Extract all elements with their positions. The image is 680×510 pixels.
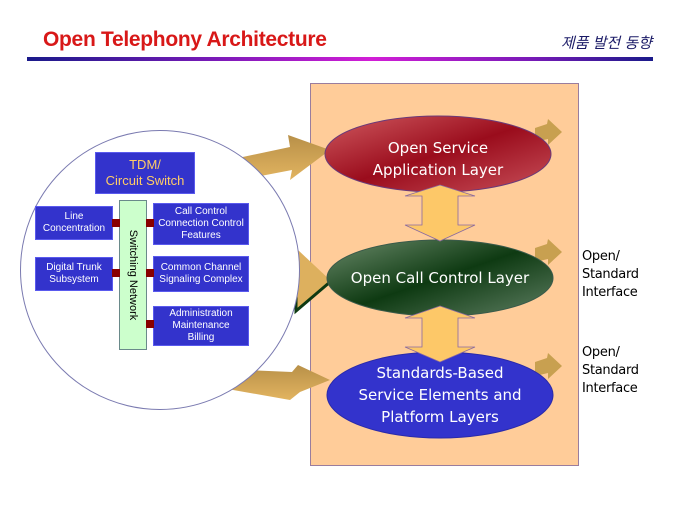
platform-layer-label: Standards-Based Service Elements and Pla… (330, 362, 550, 428)
switching-network-label: Switching Network (127, 229, 139, 321)
page-title: Open Telephony Architecture (43, 28, 327, 51)
interface-label-1-line1: Open/ (582, 249, 620, 264)
title-divider (27, 57, 653, 61)
platform-layer-label-line1: Standards-Based (376, 364, 504, 382)
platform-layer-label-line2: Service Elements and (358, 386, 522, 404)
call-control-layer-label-line1: Open Call Control Layer (350, 269, 530, 287)
call-control-features-box: Call Control Connection Control Features (153, 203, 249, 245)
platform-layer-label-line3: Platform Layers (381, 408, 499, 426)
common-channel-signaling-line2: Signaling Complex (159, 274, 243, 285)
call-control-features-line1: Call Control (174, 206, 228, 217)
connector-line-concentration (112, 219, 120, 227)
page-subtitle: 제품 발전 동향 (560, 35, 652, 52)
administration-line1: Administration (169, 308, 233, 319)
connector-administration (146, 320, 154, 328)
line-concentration-box: Line Concentration (35, 206, 113, 240)
common-channel-signaling-box: Common Channel Signaling Complex (153, 256, 249, 292)
tdm-title-line1: TDM/ (129, 157, 161, 172)
tdm-circuit-switch-box: TDM/ Circuit Switch (95, 152, 195, 194)
interface-label-1-line3: Interface (582, 285, 638, 300)
line-concentration-line2: Concentration (42, 223, 106, 234)
service-layer-label-line1: Open Service (387, 139, 489, 157)
line-concentration-line1: Line (64, 211, 84, 222)
call-control-layer-label: Open Call Control Layer (330, 268, 550, 288)
interface-label-1: Open/ Standard Interface (582, 248, 639, 302)
arrow-to-service-layer (238, 135, 330, 180)
connector-call-control (146, 219, 154, 227)
call-control-features-line3: Features (181, 230, 221, 241)
double-arrow-lower (404, 305, 476, 363)
administration-line2: Maintenance (172, 320, 230, 331)
digital-trunk-box: Digital Trunk Subsystem (35, 257, 113, 291)
interface-label-1-line2: Standard (582, 267, 639, 282)
digital-trunk-line2: Subsystem (49, 274, 99, 285)
administration-box: Administration Maintenance Billing (153, 306, 249, 346)
common-channel-signaling-line1: Common Channel (160, 262, 242, 273)
interface-arrow-3 (535, 353, 562, 379)
switching-network-bar: Switching Network (119, 200, 147, 350)
interface-label-2-line1: Open/ (582, 345, 620, 360)
interface-label-2: Open/ Standard Interface (582, 344, 639, 398)
double-arrow-upper (404, 184, 476, 242)
call-control-features-line2: Connection Control (158, 218, 244, 229)
administration-line3: Billing (187, 332, 215, 343)
service-layer-label-line2: Application Layer (372, 161, 504, 179)
interface-label-2-line2: Standard (582, 363, 639, 378)
digital-trunk-line1: Digital Trunk (46, 262, 102, 273)
connector-common-channel (146, 269, 154, 277)
interface-arrow-2 (535, 239, 562, 265)
tdm-title-line2: Circuit Switch (105, 173, 185, 188)
service-layer-label: Open Service Application Layer (338, 137, 538, 181)
interface-label-2-line3: Interface (582, 381, 638, 396)
connector-digital-trunk (112, 269, 120, 277)
